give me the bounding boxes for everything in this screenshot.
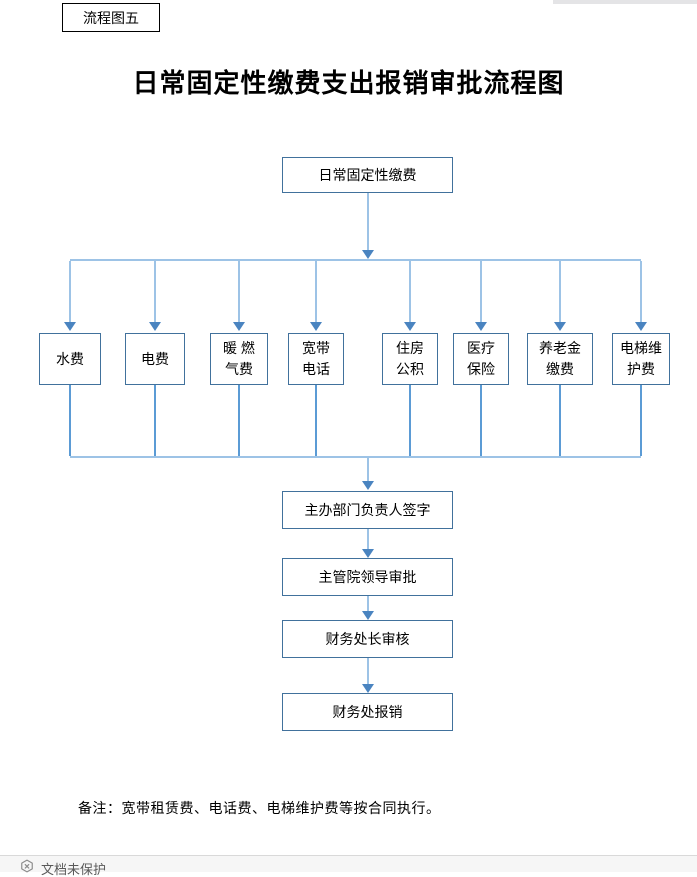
flow-node-step: 财务处长审核 [282,620,453,658]
flow-node-step-label: 财务处长审核 [325,630,410,647]
flow-node-category-label: 暖 燃 [223,340,255,356]
flow-node-step-label: 财务处报销 [332,703,403,720]
connector-collector-line [70,456,641,458]
arrow-down-icon [404,322,416,331]
connector-step-stem [367,529,369,549]
flow-node-category-label: 保险 [467,361,495,377]
arrow-down-icon [310,322,322,331]
flow-node-category-label: 护费 [627,361,655,377]
page-title: 日常固定性缴费支出报销审批流程图 [132,68,565,98]
connector-drop-line [238,261,240,322]
flow-node-category: 暖 燃气费 [210,333,268,385]
flow-node-category-label: 电梯维 [620,340,662,356]
flow-node-category: 水费 [39,333,101,385]
arrow-down-icon [362,549,374,558]
flow-node-step: 主管院领导审批 [282,558,453,596]
flow-node-category-label: 医疗 [467,340,495,356]
flow-node-category-label: 缴费 [546,361,574,377]
connector-merge-line [69,385,71,456]
connector-drop-line [480,261,482,322]
flowchart-tag-box: 流程图五 [62,3,160,32]
arrow-down-icon [233,322,245,331]
flow-node-category: 电费 [125,333,185,385]
connector-drop-line [640,261,642,322]
arrow-down-icon [475,322,487,331]
window-edge-strip [553,0,697,4]
connector-merge-line [238,385,240,456]
flow-node-category-label: 公积 [396,361,424,377]
connector-center-stem [367,458,369,481]
flow-node-root-label: 日常固定性缴费 [318,166,417,183]
flow-node-category: 电梯维护费 [612,333,670,385]
flow-node-category-label: 气费 [225,361,253,377]
flow-node-category: 医疗保险 [453,333,509,385]
connector-merge-line [480,385,482,456]
connector-merge-line [640,385,642,456]
connector-merge-line [315,385,317,456]
status-bar: 文档未保护 [0,855,697,877]
arrow-down-icon [64,322,76,331]
flow-node-category-label: 宽带 [302,340,330,356]
connector-drop-line [409,261,411,322]
flow-node-root: 日常固定性缴费 [282,157,453,193]
connector-merge-line [409,385,411,456]
flow-node-step: 主办部门负责人签字 [282,491,453,529]
connector-merge-line [154,385,156,456]
connector-step-stem [367,658,369,684]
flow-node-category: 住房公积 [382,333,438,385]
arrow-down-icon [149,322,161,331]
shield-x-icon [21,859,33,873]
flow-node-category: 宽带电话 [288,333,344,385]
flow-node-step-label: 主管院领导审批 [318,568,417,585]
flow-node-category-label: 电话 [302,361,330,377]
connector-drop-line [69,261,71,322]
connector-distributor-line [70,259,641,261]
arrow-down-icon [362,250,374,259]
document-protection-label: 文档未保护 [41,862,107,877]
connector-step-stem [367,596,369,611]
flow-node-category-label: 电费 [141,350,169,367]
connector-drop-line [315,261,317,322]
arrow-down-icon [362,611,374,620]
flow-node-category-label: 养老金 [539,340,581,356]
arrow-down-icon [554,322,566,331]
flow-node-step: 财务处报销 [282,693,453,731]
flow-node-category-label: 住房 [396,340,424,356]
arrow-down-icon [362,684,374,693]
footnote: 备注：宽带租赁费、电话费、电梯维护费等按合同执行。 [78,800,441,816]
arrow-down-icon [635,322,647,331]
flow-node-category: 养老金缴费 [527,333,593,385]
connector-root-stem [367,193,369,250]
flow-node-step-label: 主办部门负责人签字 [304,501,431,518]
connector-drop-line [154,261,156,322]
flowchart-tag-label: 流程图五 [83,9,139,26]
arrow-down-icon [362,481,374,490]
flow-node-category-label: 水费 [56,350,84,367]
connector-drop-line [559,261,561,322]
connector-merge-line [559,385,561,456]
document-protection-button[interactable]: 文档未保护 [20,858,106,877]
